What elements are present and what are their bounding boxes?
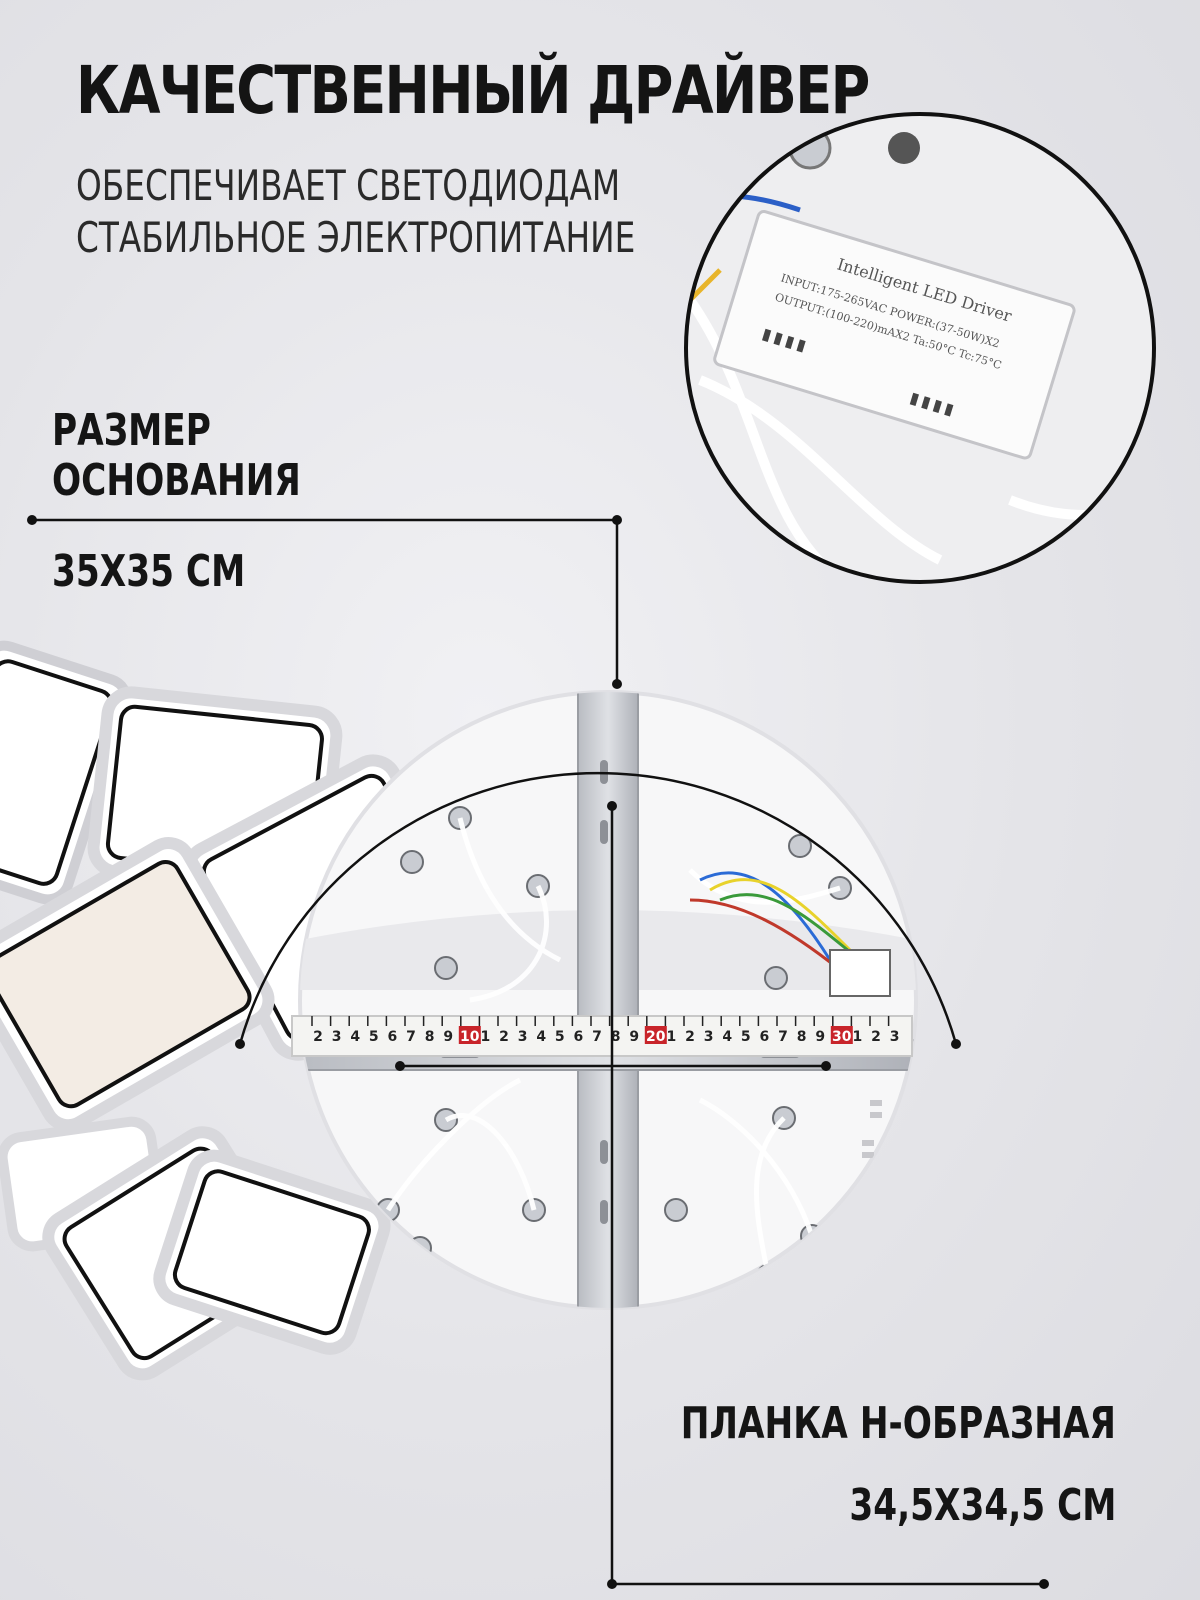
ruler-tick-label: 5: [369, 1029, 379, 1045]
ruler-tick-label: 8: [425, 1029, 435, 1045]
ruler-tick-label: 2: [499, 1029, 509, 1045]
ruler-tick-label: 1: [481, 1029, 491, 1045]
ruler-tick-label: 6: [574, 1029, 584, 1045]
dimension-dots: [27, 515, 1049, 1589]
ruler-tick-label: 1: [853, 1029, 863, 1045]
page-title: КАЧЕСТВЕННЫЙ ДРАЙВЕР: [76, 52, 870, 129]
page-subtitle: ОБЕСПЕЧИВАЕТ СВЕТОДИОДАМ СТАБИЛЬНОЕ ЭЛЕК…: [76, 160, 635, 264]
ruler-tick-label: 4: [722, 1029, 732, 1045]
ruler-tick-label: 9: [815, 1029, 825, 1045]
ruler-tick-label: 9: [443, 1029, 453, 1045]
ruler-tick-label: 6: [760, 1029, 770, 1045]
base-size-label: РАЗМЕР ОСНОВАНИЯ: [52, 406, 301, 506]
dimension-lines: [32, 518, 1044, 1586]
base-size-label-line-2: ОСНОВАНИЯ: [52, 455, 301, 506]
ruler-tick-label: 9: [629, 1029, 639, 1045]
ruler-tick-label: 10: [460, 1029, 480, 1045]
ruler-tick-label: 3: [704, 1029, 714, 1045]
ruler-tick-label: 7: [592, 1029, 602, 1045]
ruler-tick-label: 4: [350, 1029, 360, 1045]
ruler-tick-label: 30: [832, 1029, 852, 1045]
subtitle-line-1: ОБЕСПЕЧИВАЕТ СВЕТОДИОДАМ: [76, 161, 621, 210]
ground-icon: [888, 132, 920, 164]
ruler-tick-label: 2: [313, 1029, 323, 1045]
base-size-label-line-1: РАЗМЕР: [52, 405, 211, 456]
lamp-base: [298, 690, 918, 1310]
ruler-tick-label: 3: [890, 1029, 900, 1045]
ruler-tick-label: 7: [778, 1029, 788, 1045]
ruler-tick-label: 6: [388, 1029, 398, 1045]
ruler-tick-label: 8: [611, 1029, 621, 1045]
ruler-tick-label: 2: [685, 1029, 695, 1045]
ruler-tick-label: 5: [741, 1029, 751, 1045]
ruler-tick-label: 8: [797, 1029, 807, 1045]
ruler-tick-label: 5: [555, 1029, 565, 1045]
ruler-tick-label: 7: [406, 1029, 416, 1045]
ruler-highlight: [644, 1026, 667, 1044]
subtitle-line-2: СТАБИЛЬНОЕ ЭЛЕКТРОПИТАНИЕ: [76, 213, 636, 262]
ruler-highlight: [830, 1026, 853, 1044]
ruler-tick-label: 3: [518, 1029, 528, 1045]
ruler-tick-label: 4: [536, 1029, 546, 1045]
driver-zoom-circle: Intelligent LED Driver INPUT:175-265VAC …: [684, 112, 1156, 584]
base-size-value: 35Х35 СМ: [52, 546, 246, 597]
ruler-tick-label: 20: [646, 1029, 666, 1045]
mounting-bar-value: 34,5Х34,5 СМ: [848, 1480, 1116, 1531]
ruler-tick-label: 3: [332, 1029, 342, 1045]
ruler-tick-label: 2: [871, 1029, 881, 1045]
ruler-tick-label: 1: [667, 1029, 677, 1045]
ruler-highlight: [458, 1026, 481, 1044]
mounting-bar-label: ПЛАНКА Н-ОБРАЗНАЯ: [680, 1398, 1116, 1449]
led-driver-icon: Intelligent LED Driver INPUT:175-265VAC …: [713, 209, 1076, 460]
